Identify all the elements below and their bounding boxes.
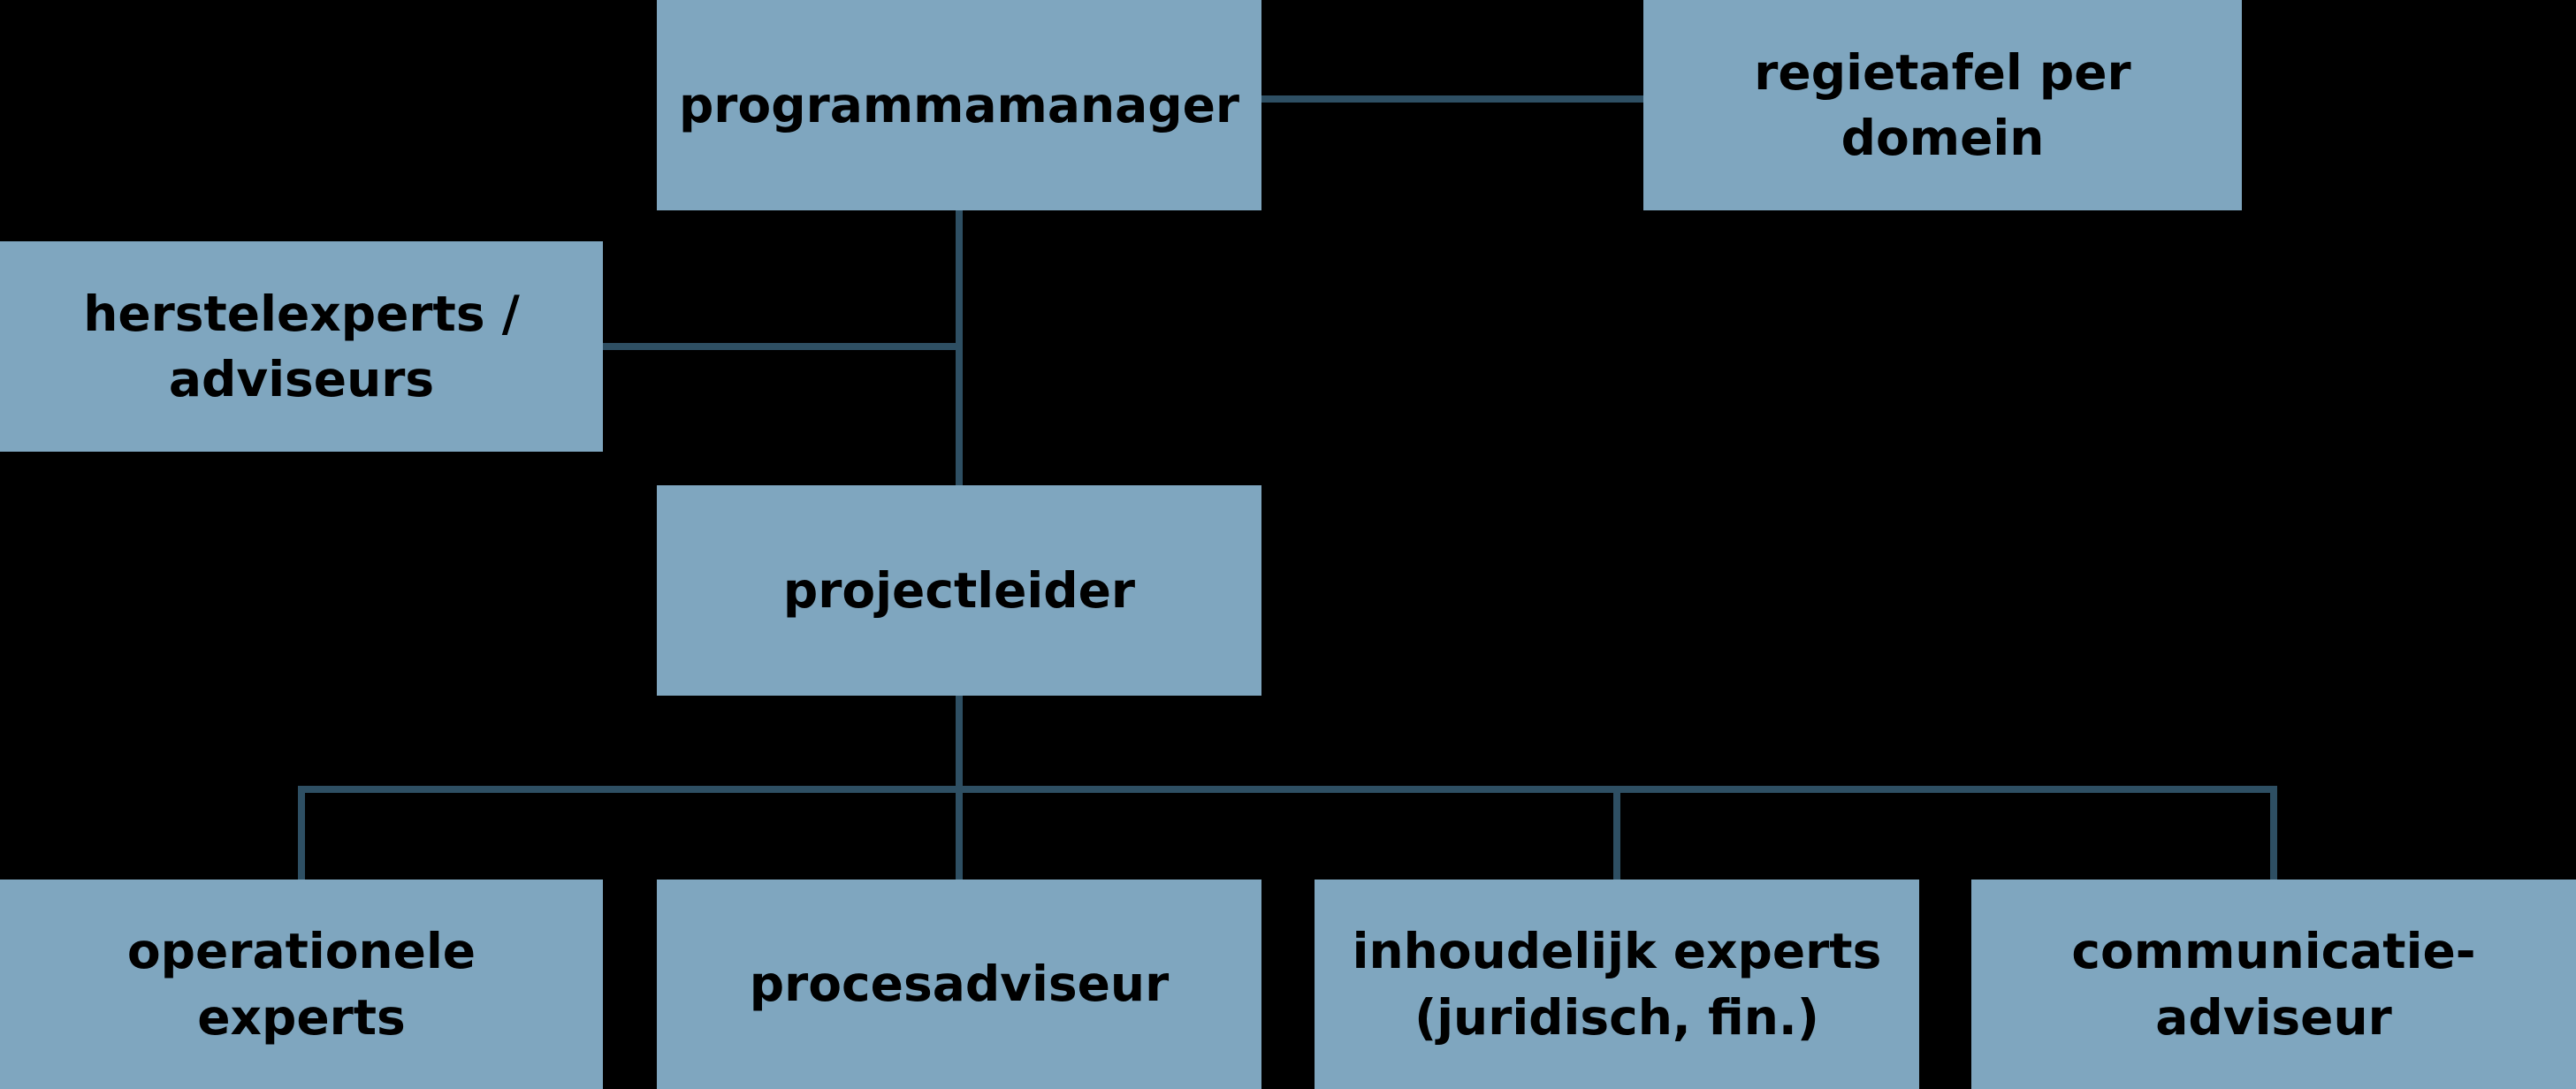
- node-regietafel-per-domein: regietafel per domein: [1643, 0, 2242, 210]
- node-projectleider-label: projectleider: [782, 561, 1136, 619]
- connector-drop-communicatie-adviseur: [2270, 786, 2277, 880]
- node-inhoudelijk-experts-label: inhoudelijk experts (juridisch, fin.): [1352, 923, 1882, 1046]
- node-operationele-experts: operationele experts: [0, 880, 603, 1089]
- connector-drop-operationele-experts: [298, 786, 305, 880]
- node-communicatie-adviseur-label: communicatie- adviseur: [2071, 923, 2476, 1046]
- connector-drop-inhoudelijk-experts: [1613, 786, 1620, 880]
- connector-programmamanager-projectleider: [956, 210, 963, 485]
- node-programmamanager: programmamanager: [657, 0, 1261, 210]
- node-herstelexperts-adviseurs-label: herstelexperts / adviseurs: [83, 285, 520, 407]
- connector-herstelexperts-stem: [603, 343, 959, 350]
- node-herstelexperts-adviseurs: herstelexperts / adviseurs: [0, 241, 603, 452]
- node-inhoudelijk-experts: inhoudelijk experts (juridisch, fin.): [1315, 880, 1919, 1089]
- node-projectleider: projectleider: [657, 485, 1261, 696]
- node-operationele-experts-label: operationele experts: [126, 923, 476, 1046]
- node-procesadviseur-label: procesadviseur: [749, 956, 1170, 1013]
- node-regietafel-per-domein-label: regietafel per domein: [1754, 43, 2131, 166]
- node-programmamanager-label: programmamanager: [678, 76, 1240, 133]
- connector-distribution-bar: [298, 786, 2277, 793]
- connector-programmamanager-regietafel: [1261, 95, 1643, 103]
- node-communicatie-adviseur: communicatie- adviseur: [1971, 880, 2576, 1089]
- node-procesadviseur: procesadviseur: [657, 880, 1261, 1089]
